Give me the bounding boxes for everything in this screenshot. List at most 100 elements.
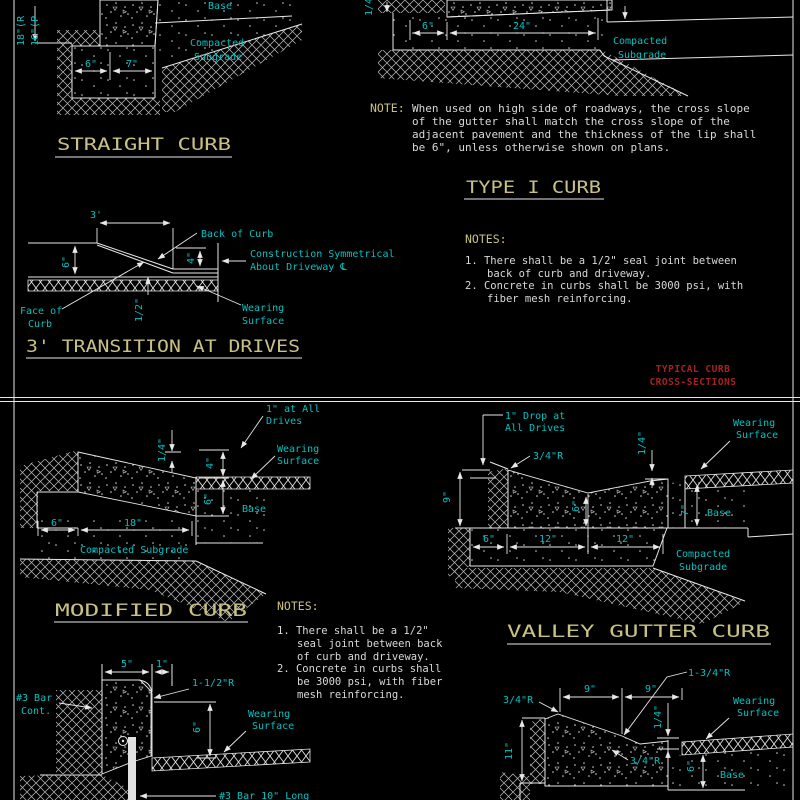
back-of-curb-label: Back of Curb <box>201 229 273 240</box>
dim-fragment-label: 1/4" <box>364 0 375 16</box>
base-label: Base <box>720 770 744 781</box>
outline <box>519 718 745 800</box>
subgrade-label: Subgrade <box>679 562 727 573</box>
drop-label-2: Drives <box>266 416 302 427</box>
transition-detail: 3' 6" 4" 1/2" Back of Curb Construction … <box>20 210 395 359</box>
dim-6in-side-label: 6" <box>203 493 214 505</box>
wearing-surface-label-2: Surface <box>242 316 284 327</box>
note-1b: seal joint between back <box>297 638 443 650</box>
subgrade-dots <box>155 16 302 68</box>
outline <box>392 0 794 97</box>
note-line-3: adjacent pavement and the thickness of t… <box>412 128 756 141</box>
dim-18in-label: 18"(R <box>16 15 27 46</box>
wearing-surface-label-2: Surface <box>277 456 319 467</box>
subgrade-dots <box>37 516 196 559</box>
bar-circle <box>118 736 128 746</box>
base-dots <box>668 480 745 528</box>
note-2b: fiber mesh reinforcing. <box>487 293 632 305</box>
earth-hatch <box>56 690 102 774</box>
dim-24in-label: 24" <box>513 21 531 32</box>
curb-gutter-bar-detail: 5" 1" 1-1/2"R #3 Bar Cont. 6" Wearing Su… <box>16 659 311 800</box>
note-1b: back of curb and driveway. <box>487 268 651 280</box>
modified-curb-title: MODIFIED CURB <box>55 601 247 621</box>
dim-6in-label: 6" <box>85 59 97 70</box>
wearing-surface-label-1: Wearing <box>242 303 284 314</box>
leader-back-of-curb <box>157 232 198 260</box>
leader-drop <box>240 415 264 449</box>
dim-18in-label: 18" <box>124 518 142 529</box>
compacted-label: Compacted <box>613 36 667 47</box>
leader-radius-a <box>538 701 559 713</box>
title-stamp: TYPICAL CURB CROSS-SECTIONS <box>649 364 736 388</box>
concrete-stipple <box>99 0 159 47</box>
wearing-surface-label-2: Surface <box>252 721 294 732</box>
leader-wearing <box>705 717 730 740</box>
extension-lines <box>71 52 156 80</box>
note-1a: 1. There shall be a 1/2" <box>277 625 429 637</box>
dowel-bar <box>128 737 136 800</box>
earth-hatch <box>455 568 745 624</box>
dim-12in-label-a: 12" <box>539 534 557 545</box>
note-2c: mesh reinforcing. <box>297 689 404 701</box>
earth-hatch <box>378 0 445 13</box>
note-line-2: of the gutter shall match the cross slop… <box>412 115 730 128</box>
earth-hatch <box>500 772 530 800</box>
bottom-notes: NOTES: 1. There shall be a 1/2" seal joi… <box>277 599 443 701</box>
note-1c: of curb and driveway. <box>297 651 430 663</box>
earth-hatch <box>378 50 688 96</box>
dim-6in-label: 6" <box>61 256 72 268</box>
note-line-1: When used on high side of roadways, the … <box>412 102 750 115</box>
dim-6in-label: 6" <box>192 721 203 733</box>
top-notes: NOTES: 1. There shall be a 1/2" seal joi… <box>465 232 743 305</box>
bar-label-1: #3 Bar <box>16 693 52 704</box>
straight-curb-detail: 18"(R 16"(P 6" 7" Base Compacted Subgrad… <box>16 0 303 158</box>
bar-10in-label: #3 Bar 10" Long <box>219 791 309 800</box>
wearing-surface-label-1: Wearing <box>733 418 775 429</box>
subgrade-dots <box>72 46 155 98</box>
wearing-surface-hatch <box>195 476 311 490</box>
base-label: Base <box>242 504 266 515</box>
dim-12in-label-b: 12" <box>616 534 634 545</box>
valley-gutter-detail: 1" Drop at All Drives 3/4"R 1/4" Wearing… <box>442 411 794 645</box>
drop-label-1: 1" Drop at <box>505 411 565 422</box>
stamp-line-2: CROSS-SECTIONS <box>649 377 736 388</box>
notes-heading: NOTES: <box>465 232 507 246</box>
radius-label-b: 3/4"R <box>630 756 661 767</box>
note-label: NOTE: <box>370 101 405 115</box>
earth-hatch <box>448 528 470 577</box>
wearing-surface-label-1: Wearing <box>733 696 775 707</box>
dim-9in-label-a: 9" <box>584 684 596 695</box>
wearing-surface-hatch <box>27 279 219 292</box>
base-label: Base <box>208 1 232 12</box>
wearing-surface-label-2: Surface <box>736 430 778 441</box>
dim-6in-label: 6" <box>483 534 495 545</box>
dim-4in-label: 4" <box>186 252 197 264</box>
dim-7in-label: 7" <box>126 59 138 70</box>
extension-lines <box>409 18 599 40</box>
notes-heading: NOTES: <box>277 599 319 613</box>
earth-hatch <box>488 468 508 528</box>
radius-label-a: 3/4"R <box>503 695 534 706</box>
compacted-label: Compacted <box>676 549 730 560</box>
leader-radius-b <box>611 749 629 761</box>
wearing-surface-hatch <box>684 469 794 490</box>
stamp-line-1: TYPICAL CURB <box>656 364 731 375</box>
radius-label: 3/4"R <box>533 451 564 462</box>
drop-label-2: All Drives <box>505 423 565 434</box>
outline <box>40 664 173 776</box>
wearing-surface-hatch <box>151 748 311 772</box>
leader-bar <box>58 702 93 710</box>
transition-title: 3' TRANSITION AT DRIVES <box>26 337 300 357</box>
leader-face-of-curb <box>61 261 145 310</box>
subgrade-dots <box>393 10 612 50</box>
earth-hatch <box>20 774 128 800</box>
face-of-curb-label-2: Curb <box>28 319 52 330</box>
note-1a: 1. There shall be a 1/2" seal joint betw… <box>465 255 737 267</box>
extension-lines <box>522 688 726 791</box>
base-dots <box>196 489 268 543</box>
dim-7in-label: 7" <box>680 504 691 516</box>
dim-5in-label: 5" <box>121 659 133 670</box>
extension-lines <box>37 449 229 536</box>
